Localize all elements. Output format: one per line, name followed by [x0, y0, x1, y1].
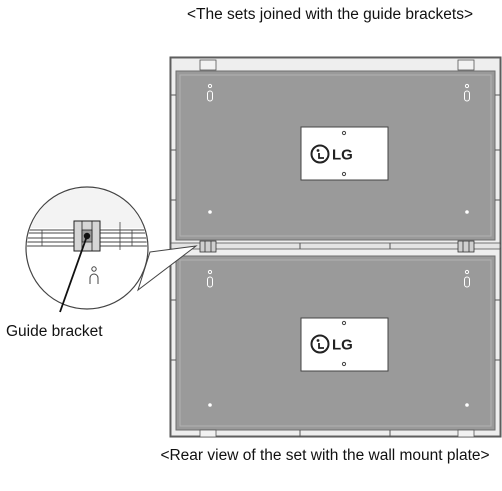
seam-guide-brackets: [170, 240, 501, 253]
zoom-callout: [25, 186, 198, 313]
top-lg-logo: LG: [310, 144, 353, 164]
bottom-set: [170, 247, 501, 438]
bottom-lg-logo: LG: [310, 334, 353, 354]
callout-pointer-line: [59, 235, 88, 313]
guide-bracket-label: Guide bracket: [6, 323, 103, 340]
caption-bottom: <Rear view of the set with the wall moun…: [160, 447, 490, 464]
top-logo-text: LG: [332, 147, 353, 164]
top-wall-mount-plate: [300, 126, 389, 181]
bottom-logo-text: LG: [332, 337, 353, 354]
top-set: [170, 57, 501, 245]
caption-top: <The sets joined with the guide brackets…: [186, 6, 474, 23]
